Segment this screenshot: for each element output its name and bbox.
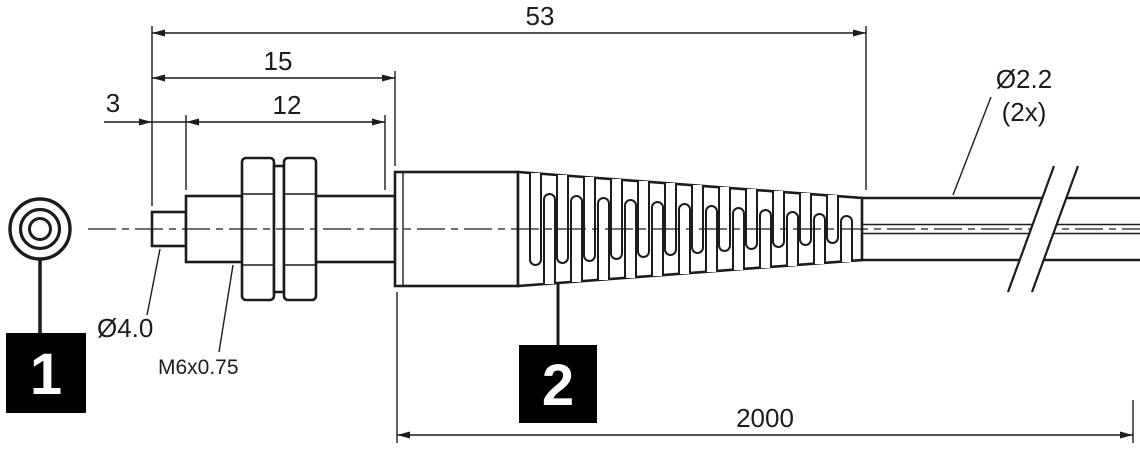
- dim-3-label: 3: [106, 88, 120, 118]
- middle-ring: [18, 207, 62, 251]
- fiber-cable: [862, 196, 1140, 262]
- inner-ring: [28, 217, 52, 241]
- callout-1-box: [6, 333, 86, 413]
- dimension-cable-length: 2000: [397, 403, 1133, 439]
- tip-diameter-callout: Ø4.0: [97, 248, 161, 343]
- dimension-overall-length: 53: [152, 1, 866, 37]
- callout-1-marker: 1: [6, 260, 86, 413]
- thread-spec-callout: M6x0.75: [158, 264, 239, 379]
- dim-12-label: 12: [273, 90, 302, 120]
- fiber-quantity-label: (2x): [1002, 97, 1047, 127]
- extension-lines: [151, 26, 1134, 443]
- dimension-tip-and-thread-length: 3 12: [104, 88, 385, 126]
- fiber-diameter-label: Ø2.2: [996, 64, 1052, 94]
- callout-1-number: 1: [30, 342, 62, 407]
- tip-diameter-label: Ø4.0: [97, 313, 153, 343]
- front-view: [8, 197, 72, 261]
- dim-53-label: 53: [526, 1, 555, 31]
- callout-2-marker: 2: [519, 284, 597, 423]
- callout-2-number: 2: [542, 353, 574, 418]
- strain-relief-ribs: [529, 173, 853, 284]
- outer-ring: [8, 197, 72, 261]
- thread-spec-label: M6x0.75: [158, 356, 239, 379]
- cable-break-symbol: [1006, 165, 1080, 293]
- dimension-head-length: 15: [152, 46, 395, 82]
- dim-2000-label: 2000: [736, 403, 794, 433]
- dim-15-label: 15: [264, 46, 293, 76]
- callout-2-box: [519, 345, 597, 423]
- fiber-diameter-callout: Ø2.2 (2x): [952, 64, 1052, 196]
